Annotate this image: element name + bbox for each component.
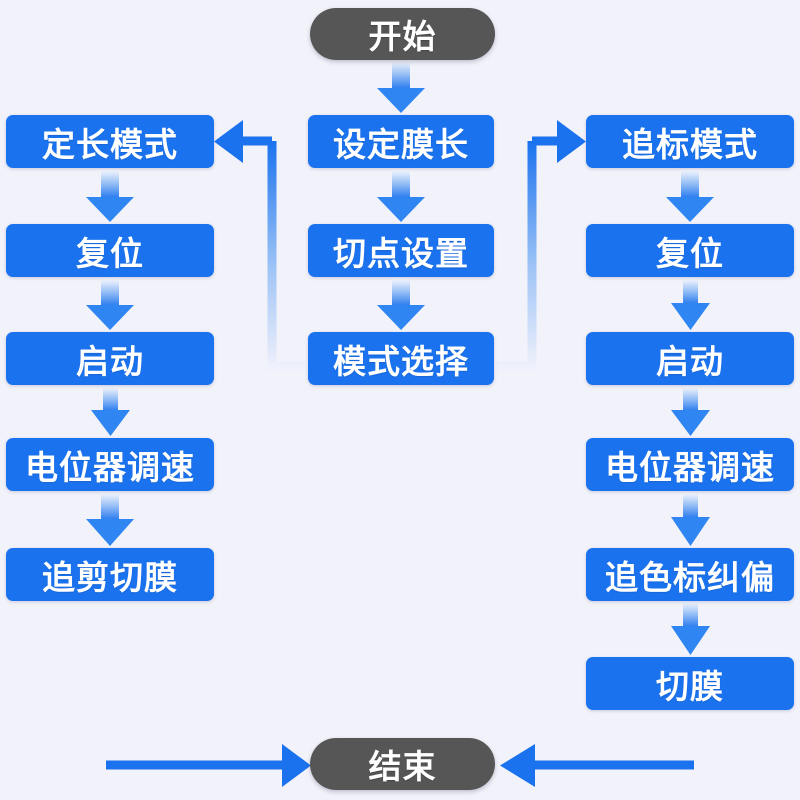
node-color-mark-correct-label: 追色标纠偏 (605, 558, 775, 596)
connector-mode-select-to-mark-tracking-mode (496, 120, 586, 371)
node-end[interactable]: 结束 (310, 738, 495, 790)
arrow-set-length-to-cut-point (377, 170, 425, 222)
node-mode-select[interactable]: 模式选择 (308, 332, 494, 385)
arrow-start-to-set-length (377, 61, 425, 113)
node-chase-cut-film-label: 追剪切膜 (42, 558, 178, 596)
node-mode-select-label: 模式选择 (333, 342, 469, 380)
node-mark-tracking-mode[interactable]: 追标模式 (586, 115, 794, 168)
node-start[interactable]: 开始 (310, 8, 495, 60)
node-start-left[interactable]: 启动 (6, 332, 214, 385)
arrow-fixed-length-mode-to-reset-left (86, 170, 134, 222)
node-cut-film-label: 切膜 (656, 667, 724, 705)
node-reset-left-label: 复位 (76, 234, 144, 272)
arrow-reset-left-to-start-left (86, 279, 134, 330)
node-start-right-label: 启动 (656, 342, 724, 380)
node-start-right[interactable]: 启动 (586, 332, 794, 385)
node-potentiometer-right[interactable]: 电位器调速 (586, 438, 794, 491)
node-mark-tracking-mode-label: 追标模式 (622, 125, 758, 163)
node-reset-right[interactable]: 复位 (586, 224, 794, 277)
connector-mode-select-to-fixed-length-mode (214, 120, 306, 371)
node-start-left-label: 启动 (76, 342, 144, 380)
node-start-label: 开始 (368, 18, 437, 55)
arrow-start-left-to-potentiometer-left (91, 387, 130, 436)
arrow-color-mark-correct-to-cut-film (671, 602, 710, 655)
node-potentiometer-left[interactable]: 电位器调速 (6, 438, 214, 491)
arrow-potentiometer-left-to-chase-cut-film (86, 493, 134, 546)
node-reset-right-label: 复位 (656, 234, 724, 272)
arrow-potentiometer-right-to-color-mark-correct (671, 493, 710, 546)
node-cut-point[interactable]: 切点设置 (308, 224, 494, 277)
node-fixed-length-mode-label: 定长模式 (42, 125, 178, 163)
node-color-mark-correct[interactable]: 追色标纠偏 (586, 548, 794, 601)
arrow-reset-right-to-start-right (671, 279, 710, 330)
node-cut-film[interactable]: 切膜 (586, 657, 794, 710)
node-reset-left[interactable]: 复位 (6, 224, 214, 277)
node-end-label: 结束 (368, 748, 437, 785)
node-set-length[interactable]: 设定膜长 (308, 115, 494, 168)
node-set-length-label: 设定膜长 (333, 125, 469, 163)
connector-cut-film-to-end (500, 712, 695, 787)
node-fixed-length-mode[interactable]: 定长模式 (6, 115, 214, 168)
arrow-mark-tracking-mode-to-reset-right (666, 170, 714, 222)
arrow-cut-point-to-mode-select (377, 279, 425, 330)
node-cut-point-label: 切点设置 (333, 234, 469, 272)
node-potentiometer-left-label: 电位器调速 (25, 448, 195, 486)
connector-chase-cut-film-to-end (105, 604, 311, 787)
arrow-start-right-to-potentiometer-right (671, 387, 710, 436)
node-potentiometer-right-label: 电位器调速 (605, 448, 775, 486)
node-chase-cut-film[interactable]: 追剪切膜 (6, 548, 214, 601)
